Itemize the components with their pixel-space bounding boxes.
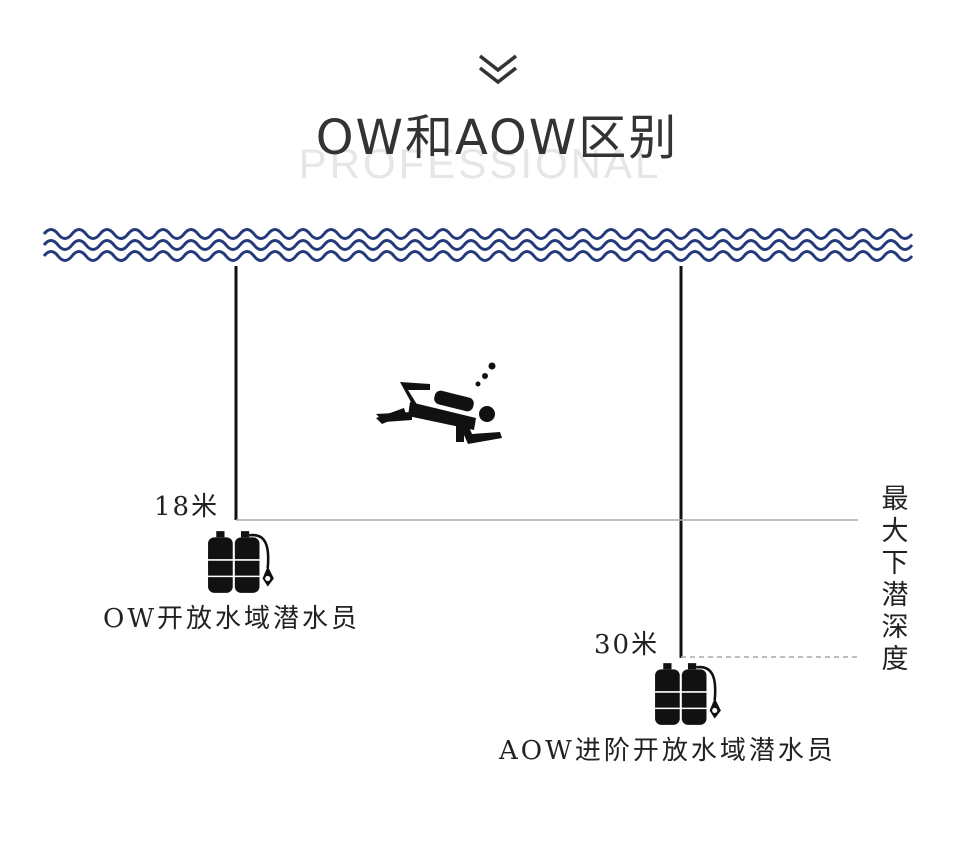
double-chevron-down-icon [478,54,518,85]
page-title: OW和AOW区别 [315,110,679,166]
water-waves-icon [42,228,914,262]
scuba-tank-icon [208,531,274,593]
aow-diver-label: AOW进阶开放水域潜水员 [499,736,836,766]
max-depth-label: 最大下潜深度 [881,484,909,675]
scuba-tank-icon [655,663,721,725]
depth-label-18m: 18米 [154,492,220,522]
depth-label-30m: 30米 [594,630,660,660]
ow-diver-label: OW开放水域潜水员 [103,604,361,634]
watermark-text: PROFESSIONAL [298,140,662,187]
scuba-diver-icon [376,362,502,444]
